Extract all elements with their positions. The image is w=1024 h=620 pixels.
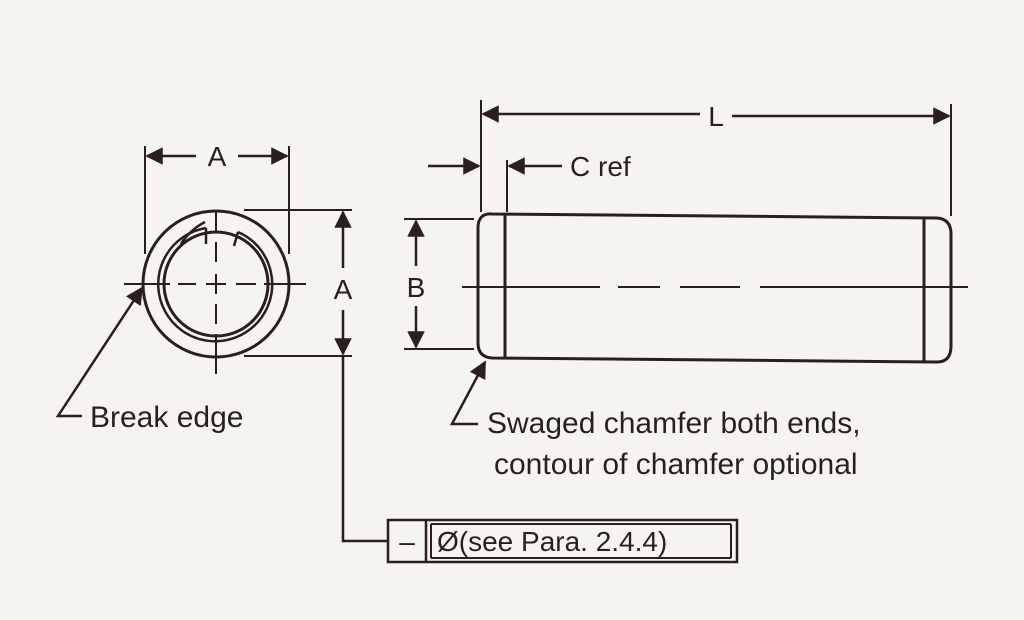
end-view: A A Break edge	[55, 141, 353, 434]
length-dimension: L	[480, 100, 952, 216]
diameter-label: B	[407, 272, 426, 303]
width-label: A	[208, 141, 227, 172]
height-label: A	[334, 274, 353, 305]
fcf-box	[386, 518, 739, 564]
chamfer-ref-dimension: C ref	[428, 151, 631, 212]
end-view-center-lines	[124, 212, 306, 374]
chamfer-note-line-2: contour of chamfer optional	[494, 448, 858, 481]
coil-notch	[204, 228, 240, 247]
coil-inner-turn	[179, 220, 206, 245]
coil-wrap-line	[156, 226, 274, 343]
side-view: L C ref B Swaged chamfer both ends, cont…	[404, 100, 968, 481]
chamfer-note-callout: Swaged chamfer both ends, contour of cha…	[449, 360, 861, 481]
chamfer-note-line-1: Swaged chamfer both ends,	[487, 407, 861, 440]
diameter-dimension: B	[404, 218, 474, 350]
break-edge-callout: Break edge	[55, 286, 243, 434]
length-label: L	[708, 101, 724, 132]
feature-control-frame: – Ø(see Para. 2.4.4)	[341, 356, 739, 564]
fcf-leader	[341, 356, 387, 543]
pin-body	[476, 212, 953, 364]
break-edge-label: Break edge	[90, 401, 243, 434]
width-dimension: A	[144, 141, 290, 254]
chamfer-ref-label: C ref	[570, 151, 631, 182]
height-dimension: A	[244, 209, 353, 357]
fcf-symbol: –	[399, 526, 415, 557]
fcf-spec: Ø(see Para. 2.4.4)	[437, 526, 667, 557]
